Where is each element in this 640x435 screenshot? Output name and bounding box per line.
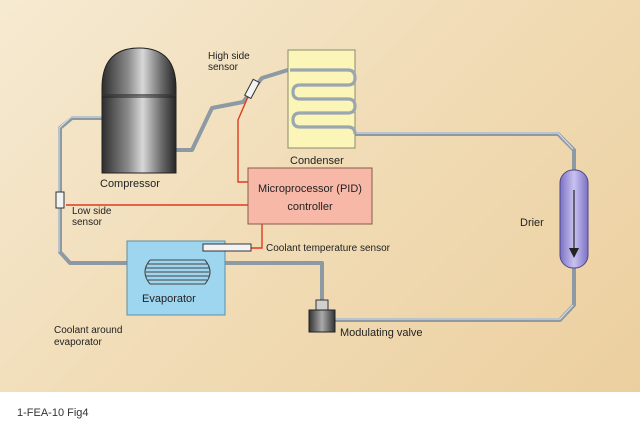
coolant-around-evaporator-label-1: Coolant around xyxy=(54,325,122,336)
drier-label: Drier xyxy=(520,217,544,229)
suction-pipe xyxy=(58,116,140,265)
high-side-sensor-wire xyxy=(237,91,251,183)
figure-caption: 1-FEA-10 Fig4 xyxy=(17,407,89,419)
condenser-coil xyxy=(290,68,357,135)
drier xyxy=(559,169,589,269)
low-side-sensor-label-1: Low side xyxy=(72,206,112,217)
condenser-label: Condenser xyxy=(290,155,344,167)
low-side-sensor-label-2: sensor xyxy=(72,217,103,228)
controller-label-2: controller xyxy=(287,201,333,213)
evaporator-coil xyxy=(144,259,211,285)
compressor xyxy=(101,47,177,174)
refrigeration-diagram: High side sensor Condenser Compressor Mi… xyxy=(54,47,589,348)
signal-wires xyxy=(66,91,263,249)
condenser xyxy=(287,49,357,149)
controller-label-1: Microprocessor (PID) xyxy=(258,183,362,195)
high-side-sensor-label-2: sensor xyxy=(208,62,239,73)
modulating-valve-label: Modulating valve xyxy=(340,327,423,339)
pipe-highlight xyxy=(58,116,574,320)
coolant-temperature-sensor-label: Coolant temperature sensor xyxy=(266,243,391,254)
liquid-line-pipe xyxy=(355,132,576,170)
coolant-around-evaporator-label-2: evaporator xyxy=(54,337,102,348)
evaporator xyxy=(126,240,226,316)
modulating-valve xyxy=(308,299,336,333)
low-side-sensor xyxy=(55,191,65,209)
drier-to-valve-pipe xyxy=(320,268,576,322)
controller-box xyxy=(247,167,373,225)
valve-to-evaporator-pipe xyxy=(218,261,324,308)
compressor-label: Compressor xyxy=(100,178,160,190)
coolant-sensor-wire xyxy=(250,224,263,249)
discharge-pipe xyxy=(176,68,289,152)
evaporator-label: Evaporator xyxy=(142,293,196,305)
coolant-temperature-sensor xyxy=(202,243,252,252)
high-side-sensor xyxy=(244,78,261,100)
high-side-sensor-label-1: High side xyxy=(208,51,250,62)
